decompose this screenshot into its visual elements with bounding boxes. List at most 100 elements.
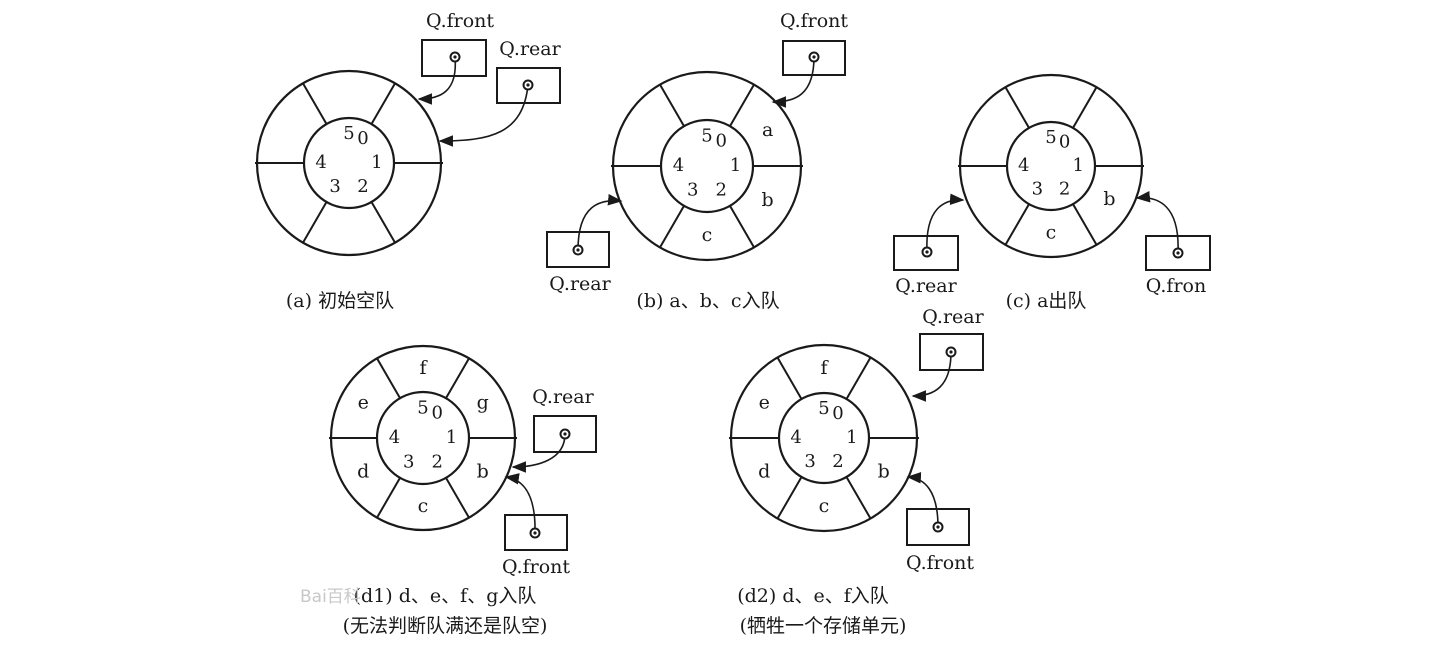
index-label: 3 bbox=[403, 452, 414, 473]
q-rear-label: Q.rear bbox=[922, 306, 984, 328]
q-front-pointer: Q.front bbox=[417, 10, 494, 105]
index-label: 2 bbox=[716, 180, 727, 201]
slot-element: d bbox=[357, 461, 369, 483]
pointer-arrow bbox=[417, 56, 457, 105]
index-label: 2 bbox=[832, 451, 843, 472]
slot-element: c bbox=[702, 224, 713, 246]
slot-divider bbox=[445, 357, 470, 399]
diagram-caption: (b) a、b、c入队 bbox=[636, 290, 779, 312]
index-label: 5 bbox=[1045, 127, 1056, 148]
index-label: 3 bbox=[804, 451, 815, 472]
pointer-arrow bbox=[511, 433, 566, 473]
slot-element: e bbox=[358, 392, 369, 414]
slot-divider bbox=[376, 477, 401, 519]
index-label: 1 bbox=[371, 152, 382, 173]
pointer-arrow bbox=[1135, 191, 1179, 254]
index-label: 0 bbox=[357, 128, 368, 149]
slot-divider bbox=[659, 205, 685, 248]
diagram-caption: (d1) d、e、f、g入队 bbox=[354, 585, 537, 607]
diagram-caption: (无法判断队满还是队空) bbox=[343, 615, 548, 637]
slot-divider bbox=[1072, 203, 1098, 246]
index-label: 1 bbox=[730, 155, 741, 176]
slot-element: b bbox=[762, 189, 774, 211]
slot-divider bbox=[1072, 86, 1098, 129]
index-label: 0 bbox=[716, 130, 727, 151]
slot-divider bbox=[729, 205, 755, 248]
pointer-arrow bbox=[577, 194, 623, 251]
index-label: 2 bbox=[357, 176, 368, 197]
diagram-caption: (c) a出队 bbox=[1006, 290, 1087, 312]
index-label: 4 bbox=[1018, 155, 1029, 176]
q-front-pointer: Q.front bbox=[906, 472, 974, 574]
pointer-arrow bbox=[438, 84, 529, 147]
pointer-dot-center bbox=[925, 250, 929, 254]
slot-element: e bbox=[759, 392, 770, 414]
slot-divider bbox=[370, 82, 396, 125]
index-label: 5 bbox=[343, 123, 354, 144]
slot-element: f bbox=[820, 357, 829, 379]
slot-element: a bbox=[762, 119, 773, 141]
pointer-dot-center bbox=[949, 350, 953, 354]
index-label: 4 bbox=[389, 427, 400, 448]
index-label: 1 bbox=[446, 427, 457, 448]
pointer-dot-center bbox=[812, 55, 816, 59]
diagram-caption: (d2) d、e、f入队 bbox=[737, 585, 889, 607]
index-label: 4 bbox=[673, 155, 684, 176]
slot-element: d bbox=[758, 461, 770, 483]
slot-divider bbox=[302, 82, 328, 125]
pointer-arrow bbox=[926, 193, 965, 253]
q-front-pointer: Q.front bbox=[502, 473, 570, 578]
pointer-arrow bbox=[771, 56, 815, 108]
diagram-caption: (a) 初始空队 bbox=[286, 290, 394, 312]
index-label: 3 bbox=[1032, 179, 1043, 200]
slot-divider bbox=[302, 201, 328, 244]
index-label: 1 bbox=[1073, 155, 1084, 176]
index-label: 1 bbox=[846, 427, 857, 448]
pointer-dot-center bbox=[526, 83, 530, 87]
q-front-label: Q.front bbox=[502, 556, 570, 578]
slot-divider bbox=[376, 357, 401, 399]
slot-element: b bbox=[878, 461, 890, 483]
slot-element: c bbox=[1046, 222, 1057, 244]
index-label: 5 bbox=[701, 126, 712, 147]
slot-divider bbox=[845, 356, 872, 400]
index-label: 0 bbox=[1059, 131, 1070, 152]
watermark: Bai百科 bbox=[300, 587, 361, 607]
index-label: 3 bbox=[329, 176, 340, 197]
slot-element: g bbox=[477, 392, 489, 414]
q-rear-pointer: Q.rear bbox=[511, 386, 597, 473]
pointer-arrow bbox=[504, 473, 536, 534]
slot-element: c bbox=[418, 495, 429, 517]
q-front-pointer: Q.front bbox=[771, 10, 848, 108]
slot-divider bbox=[659, 84, 685, 127]
slot-element: b bbox=[477, 461, 489, 483]
index-label: 5 bbox=[818, 398, 829, 419]
pointer-dot-center bbox=[1176, 251, 1180, 255]
q-rear-pointer: Q.rear bbox=[893, 193, 965, 297]
slot-divider bbox=[776, 356, 803, 400]
pointer-dot-center bbox=[936, 525, 940, 529]
diagram-caption: (牺牲一个存储单元) bbox=[740, 615, 907, 637]
q-rear-pointer: Q.rear bbox=[546, 194, 623, 295]
slot-element: f bbox=[419, 357, 428, 379]
slot-element: b bbox=[1103, 188, 1115, 210]
pointer-dot-center bbox=[576, 248, 580, 252]
index-label: 2 bbox=[432, 452, 443, 473]
slot-divider bbox=[1004, 86, 1030, 129]
index-label: 2 bbox=[1059, 179, 1070, 200]
q-front-label: Q.front bbox=[906, 552, 974, 574]
index-label: 5 bbox=[417, 398, 428, 419]
q-rear-pointer: Q.rear bbox=[438, 38, 562, 147]
index-label: 0 bbox=[432, 402, 443, 423]
slot-divider bbox=[445, 477, 470, 519]
slot-element: c bbox=[819, 495, 830, 517]
q-rear-label: Q.rear bbox=[532, 386, 594, 408]
index-label: 3 bbox=[687, 180, 698, 201]
pointer-dot-center bbox=[563, 432, 567, 436]
